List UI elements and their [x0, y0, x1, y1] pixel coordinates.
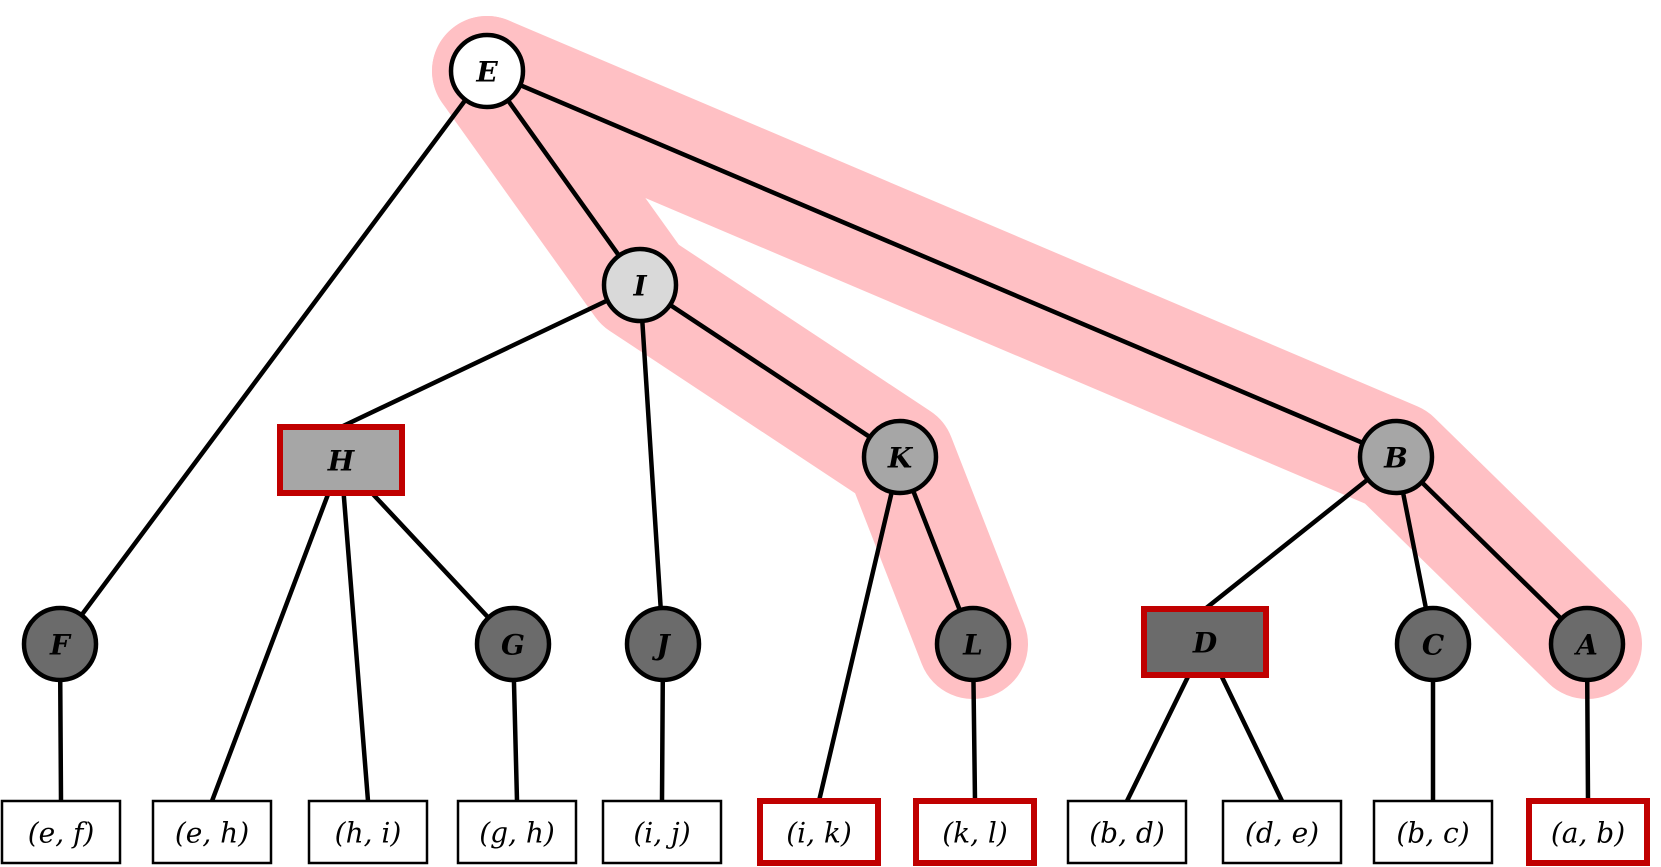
leaf-bc-label: (b, c) — [1396, 817, 1469, 850]
leaf-bd-label: (b, d) — [1089, 817, 1165, 850]
highlight-layer — [432, 16, 1642, 699]
node-l: L — [934, 605, 1012, 683]
leaf-eh-box — [151, 799, 273, 865]
leaf-kl: (k, l) — [913, 798, 1037, 866]
leaf-kl-box — [913, 798, 1037, 866]
node-i: I — [601, 246, 679, 324]
node-i-circle — [601, 246, 679, 324]
node-j-label: J — [651, 629, 671, 662]
node-k-label: K — [887, 442, 914, 475]
edge-i-k — [637, 282, 903, 460]
leaf-ab-box — [1526, 798, 1650, 866]
leaf-ab-label: (a, b) — [1551, 817, 1625, 850]
leaf-ij-label: (i, j) — [633, 817, 690, 850]
leaf-gh-label: (g, h) — [479, 817, 555, 850]
node-c: C — [1394, 605, 1472, 683]
node-e-circle — [448, 32, 526, 110]
leaf-ij-box — [601, 799, 723, 865]
edge-e-i — [484, 68, 643, 288]
node-h-label: H — [327, 445, 356, 478]
node-l-label: L — [962, 629, 983, 662]
leaf-gh: (g, h) — [456, 799, 578, 865]
edge-i-j — [637, 282, 666, 647]
node-a-label: A — [1573, 629, 1598, 662]
node-g-circle — [474, 605, 552, 683]
node-f-label: F — [49, 629, 72, 662]
edge-e-f — [57, 68, 490, 647]
node-f-circle — [21, 605, 99, 683]
leaf-eh-label: (e, h) — [175, 817, 249, 850]
node-a-circle — [1548, 605, 1626, 683]
edge-h-hi — [338, 457, 371, 804]
edge-h-eh — [209, 457, 344, 804]
node-j-circle — [624, 605, 702, 683]
leaf-ef-label: (e, f) — [28, 817, 95, 850]
node-d-box — [1141, 606, 1269, 678]
edge-i-h — [338, 282, 643, 430]
node-h-box — [277, 424, 405, 496]
leaf-hi-box — [307, 799, 429, 865]
leaf-layer: (e, f) (e, h) (h, i) (g, h) (i, j) (i, k) (k, … — [0, 798, 1650, 866]
leaf-ef: (e, f) — [0, 799, 122, 865]
leaf-kl-label: (k, l) — [942, 817, 1008, 850]
node-h: H — [277, 424, 405, 496]
node-d-label: D — [1192, 627, 1218, 660]
leaf-bc: (b, c) — [1372, 799, 1494, 865]
leaf-ik: (i, k) — [757, 798, 881, 866]
node-f: F — [21, 605, 99, 683]
leaf-hi: (h, i) — [307, 799, 429, 865]
node-k-circle — [861, 418, 939, 496]
leaf-ik-label: (i, k) — [786, 817, 852, 850]
node-j: J — [624, 605, 702, 683]
leaf-bd-box — [1066, 799, 1188, 865]
node-layer: E I H K B F G J L D C A — [21, 32, 1626, 683]
leaf-de-label: (d, e) — [1245, 817, 1319, 850]
edge-e-b — [484, 68, 1399, 460]
leaf-bc-box — [1372, 799, 1494, 865]
edge-k-ik — [816, 454, 903, 804]
leaf-de: (d, e) — [1221, 799, 1343, 865]
leaf-ik-box — [757, 798, 881, 866]
node-g-label: G — [501, 629, 525, 662]
node-d: D — [1141, 606, 1269, 678]
node-b: B — [1357, 418, 1435, 496]
leaf-bd: (b, d) — [1066, 799, 1188, 865]
node-l-circle — [934, 605, 1012, 683]
leaf-ij: (i, j) — [601, 799, 723, 865]
node-c-circle — [1394, 605, 1472, 683]
node-a: A — [1548, 605, 1626, 683]
edge-b-a — [1393, 454, 1590, 647]
edge-b-d — [1202, 454, 1399, 612]
node-i-label: I — [632, 270, 647, 303]
leaf-eh: (e, h) — [151, 799, 273, 865]
leaf-de-box — [1221, 799, 1343, 865]
leaf-hi-label: (h, i) — [335, 817, 402, 850]
node-e: E — [448, 32, 526, 110]
leaf-ab: (a, b) — [1526, 798, 1650, 866]
node-g: G — [474, 605, 552, 683]
node-c-label: C — [1422, 629, 1445, 662]
leaf-gh-box — [456, 799, 578, 865]
node-b-label: B — [1383, 442, 1408, 475]
node-k: K — [861, 418, 939, 496]
node-e-label: E — [475, 56, 498, 89]
node-b-circle — [1357, 418, 1435, 496]
leaf-ef-box — [0, 799, 122, 865]
